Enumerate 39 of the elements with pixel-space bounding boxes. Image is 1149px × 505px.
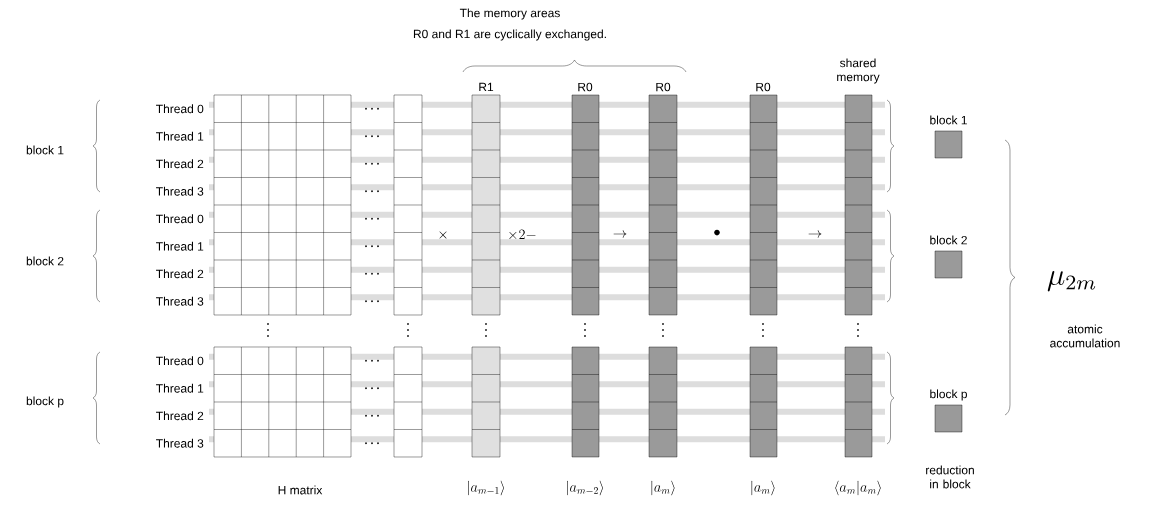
block-label: block p	[930, 389, 967, 401]
vector-label: $|a_m\rangle$	[651, 480, 675, 496]
thread-label: Thread 0	[156, 214, 204, 224]
operator-symbol: $\times$	[439, 231, 447, 239]
block-label: block 1	[26, 145, 64, 155]
thread-label: Thread 2	[156, 159, 204, 169]
thread-label: Thread 2	[156, 411, 204, 421]
thread-label: Thread 3	[156, 438, 204, 448]
moment-symbol: $\mu_{2m}$	[1047, 270, 1096, 292]
note-text: R0 and R1 are cyclically exchanged.	[413, 29, 606, 41]
block-label: block 2	[930, 235, 967, 245]
thread-label: Thread 2	[156, 269, 204, 279]
vector-label: $|a_m\rangle$	[751, 480, 775, 496]
operator-symbol: $\rightarrow$	[613, 230, 627, 238]
thread-label: Thread 0	[156, 356, 204, 366]
thread-label: Thread 3	[156, 296, 204, 306]
block-label: block 2	[26, 256, 64, 266]
operator-symbol: $\times 2-$	[509, 229, 536, 240]
operator-symbol: $\rightarrow$	[808, 230, 822, 238]
vector-label: $|a_{m-2}\rangle$	[567, 480, 603, 496]
operator-symbol: $\bullet$	[714, 229, 720, 236]
thread-label: Thread 3	[156, 186, 204, 196]
block-label: block 1	[930, 115, 967, 125]
note-text: The memory areas	[459, 8, 560, 20]
thread-label: Thread 1	[156, 241, 204, 251]
vector-label: $|a_{m-1}\rangle$	[468, 480, 504, 496]
thread-label: Thread 0	[156, 104, 204, 114]
column-label: R0	[656, 82, 671, 92]
note-text: atomic accumulation	[1050, 324, 1120, 348]
note-text: reduction in block	[926, 465, 974, 489]
block-label: block p	[26, 396, 64, 408]
column-label: R1	[479, 82, 494, 92]
axis-caption: H matrix	[278, 485, 323, 495]
thread-label: Thread 1	[156, 383, 204, 393]
vector-label: $\langle a_m|a_m\rangle$	[835, 480, 881, 496]
column-label: R0	[578, 82, 593, 92]
thread-label: Thread 1	[156, 131, 204, 141]
column-label: R0	[756, 82, 771, 92]
column-label: shared memory	[837, 58, 880, 84]
